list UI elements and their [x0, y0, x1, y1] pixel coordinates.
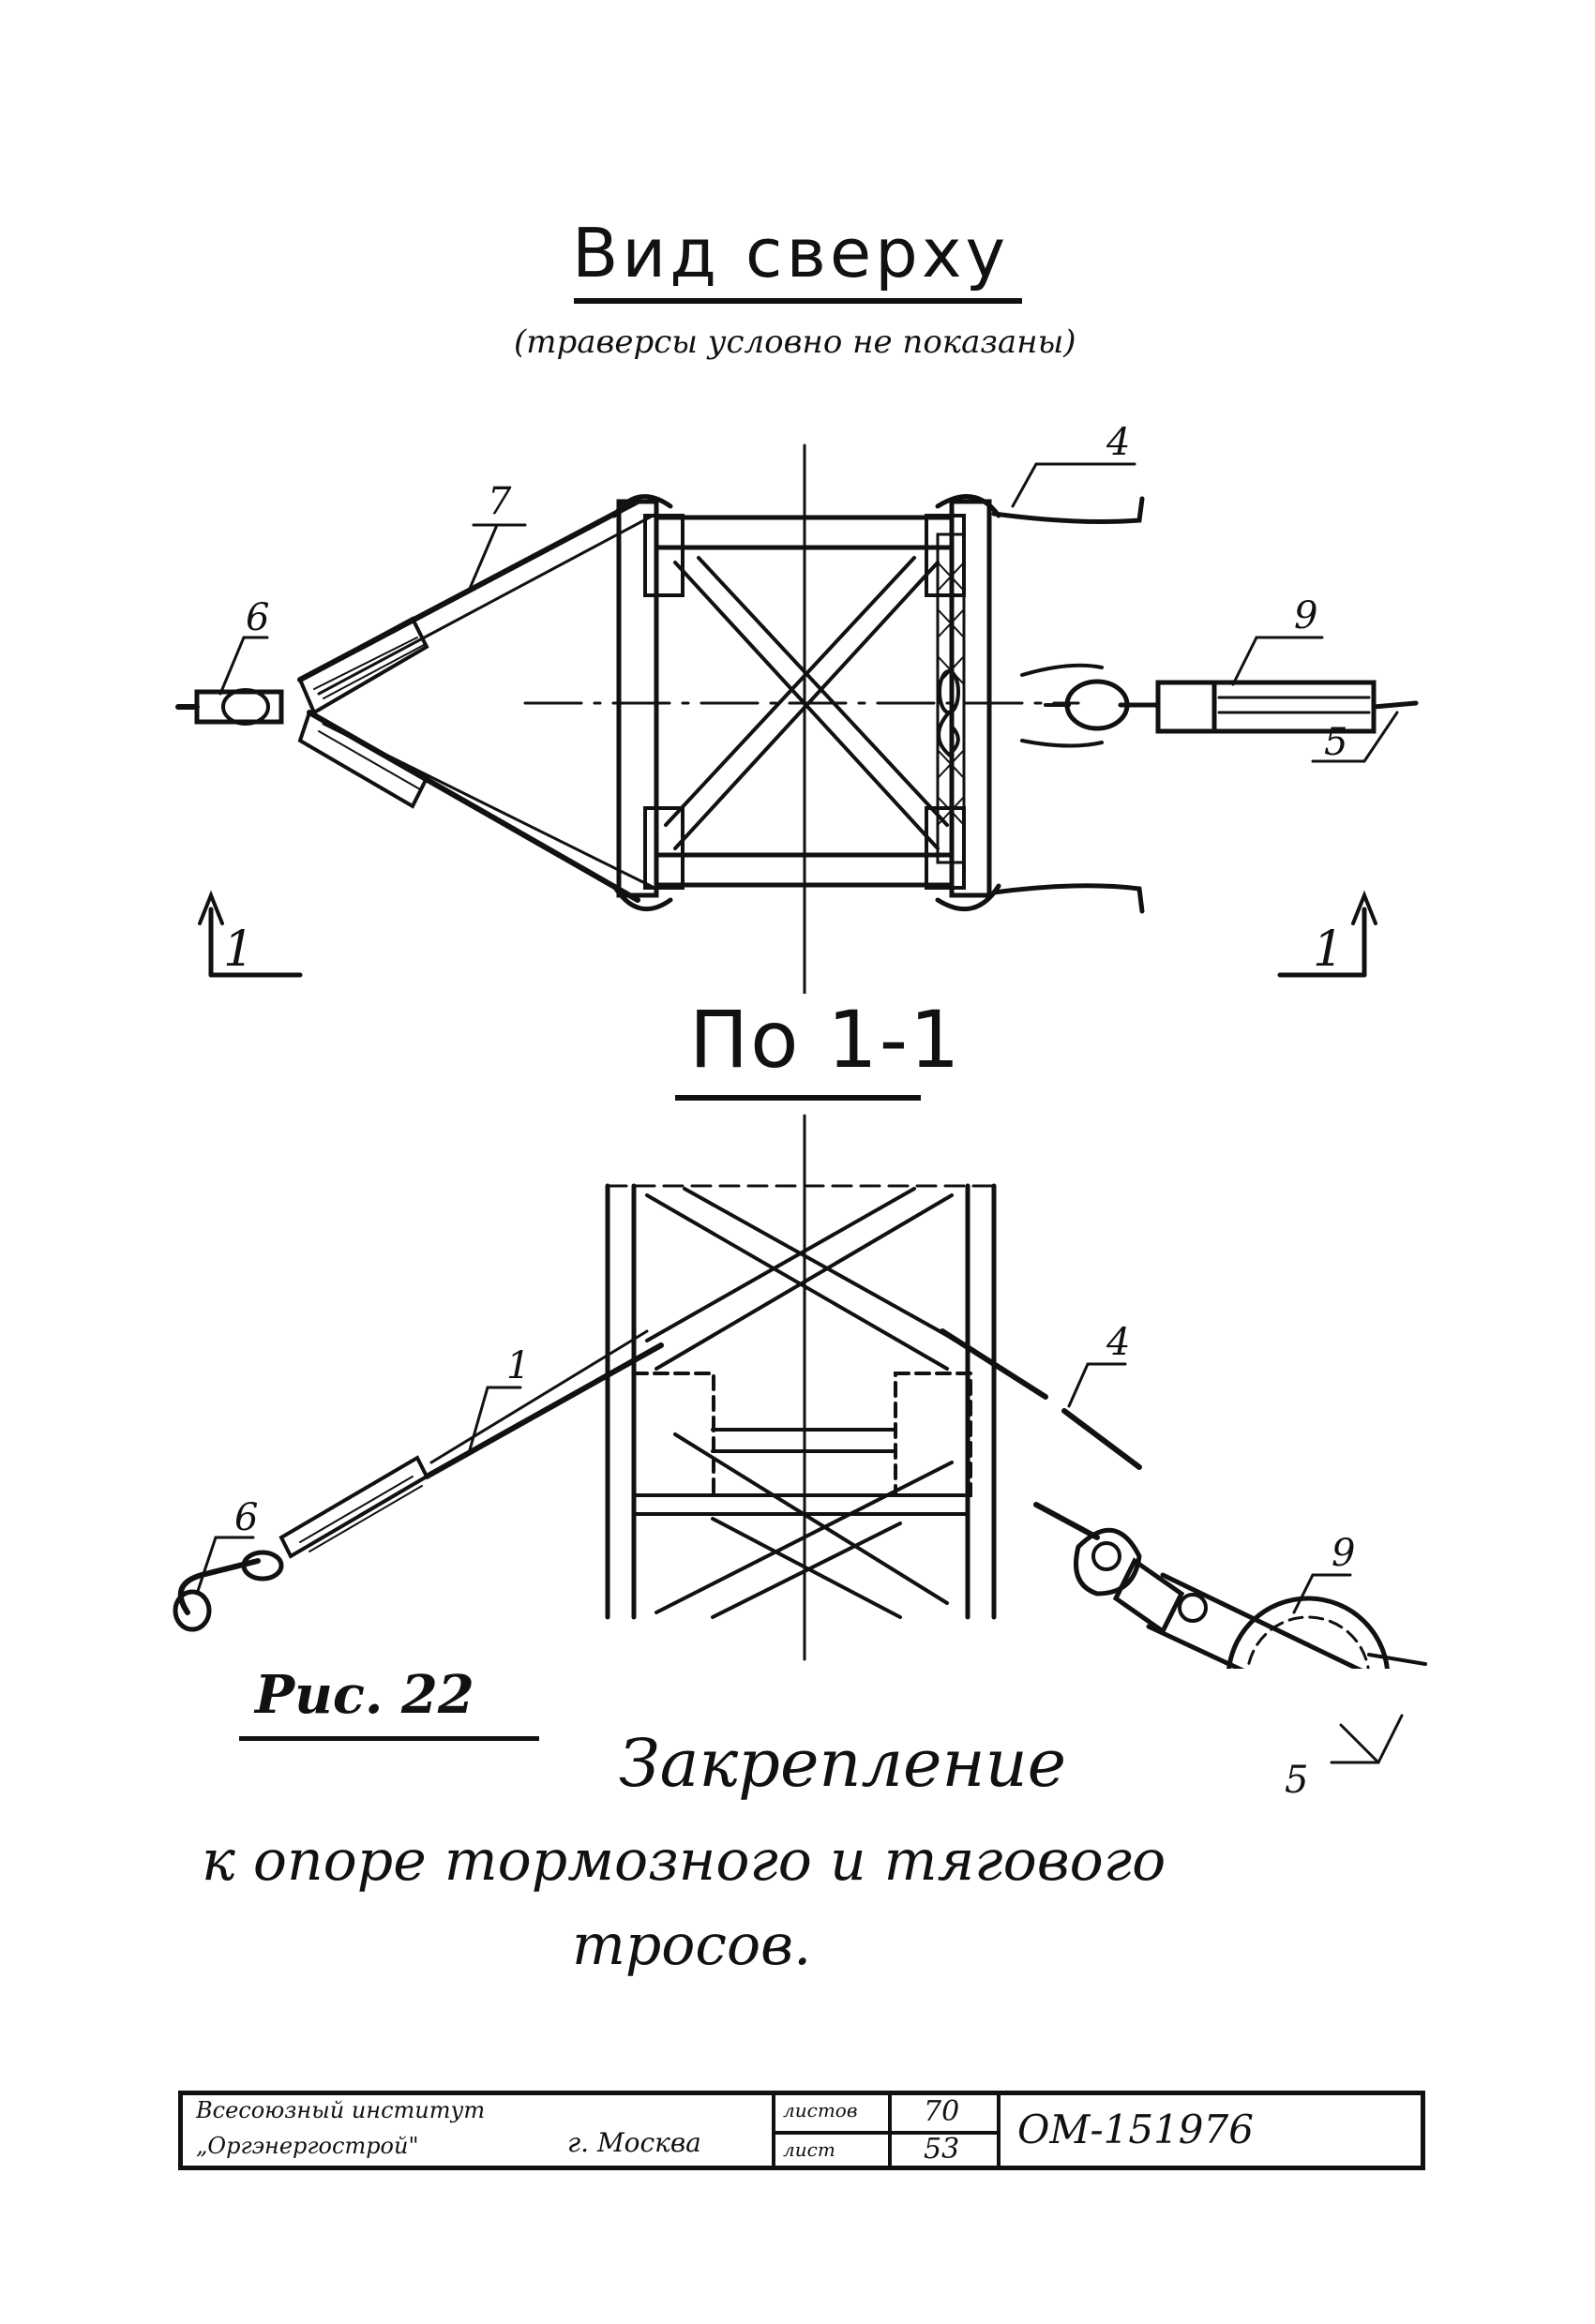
document-number: ОМ-151976: [1017, 2107, 1254, 2152]
label-sheet: лист: [783, 2138, 835, 2161]
section-mark-left: 1: [223, 922, 254, 978]
figure-caption-line2: к опоре тормозного и тягового: [202, 1828, 1166, 1894]
top-label-6: 6: [246, 596, 269, 639]
figure-number: Рис. 22: [255, 1664, 474, 1726]
section-mark-right: 1: [1313, 922, 1344, 978]
title-block-hline: [772, 2131, 1001, 2135]
title-block-divider-3: [997, 2095, 1001, 2166]
section-label-4: 4: [1106, 1321, 1130, 1364]
figure-number-underline: [239, 1736, 539, 1741]
title-block-divider-2: [888, 2095, 892, 2166]
label-sheets: листов: [783, 2099, 858, 2122]
top-label-4: 4: [1106, 421, 1130, 464]
top-view-drawing: 4 7 6 9 5 1 1: [175, 421, 1419, 994]
top-label-9: 9: [1294, 594, 1317, 637]
section-label-5: 5: [1285, 1759, 1308, 1802]
org-line1: Всесоюзный институт: [196, 2097, 486, 2123]
section-label-6: 6: [234, 1496, 258, 1539]
org-city: г. Москва: [567, 2127, 701, 2158]
figure-caption-line3: тросов.: [572, 1912, 812, 1978]
section-view-title-underline: [675, 1095, 921, 1101]
sheets-value: 70: [924, 2095, 960, 2128]
top-label-7: 7: [488, 480, 512, 523]
top-view-title-underline: [574, 298, 1022, 304]
section-view-title: По 1-1: [689, 994, 962, 1086]
section-label-1: 1: [506, 1344, 530, 1387]
section-label-9: 9: [1332, 1532, 1355, 1575]
top-view-subtitle: (траверсы условно не показаны): [514, 323, 1076, 361]
section-view-drawing-lower: 5: [1285, 1714, 1404, 1802]
top-view-title: Вид сверху: [572, 214, 1010, 292]
sheet-value: 53: [924, 2133, 960, 2166]
org-line2: „Оргэнергострой": [196, 2133, 419, 2159]
section-view-drawing: 1 4 6 9: [173, 1114, 1427, 1669]
top-label-5: 5: [1324, 721, 1347, 764]
title-block-divider-1: [772, 2095, 775, 2166]
figure-caption-line1: Закрепление: [619, 1725, 1067, 1802]
title-block: Всесоюзный институт „Оргэнергострой" г. …: [178, 2091, 1425, 2170]
